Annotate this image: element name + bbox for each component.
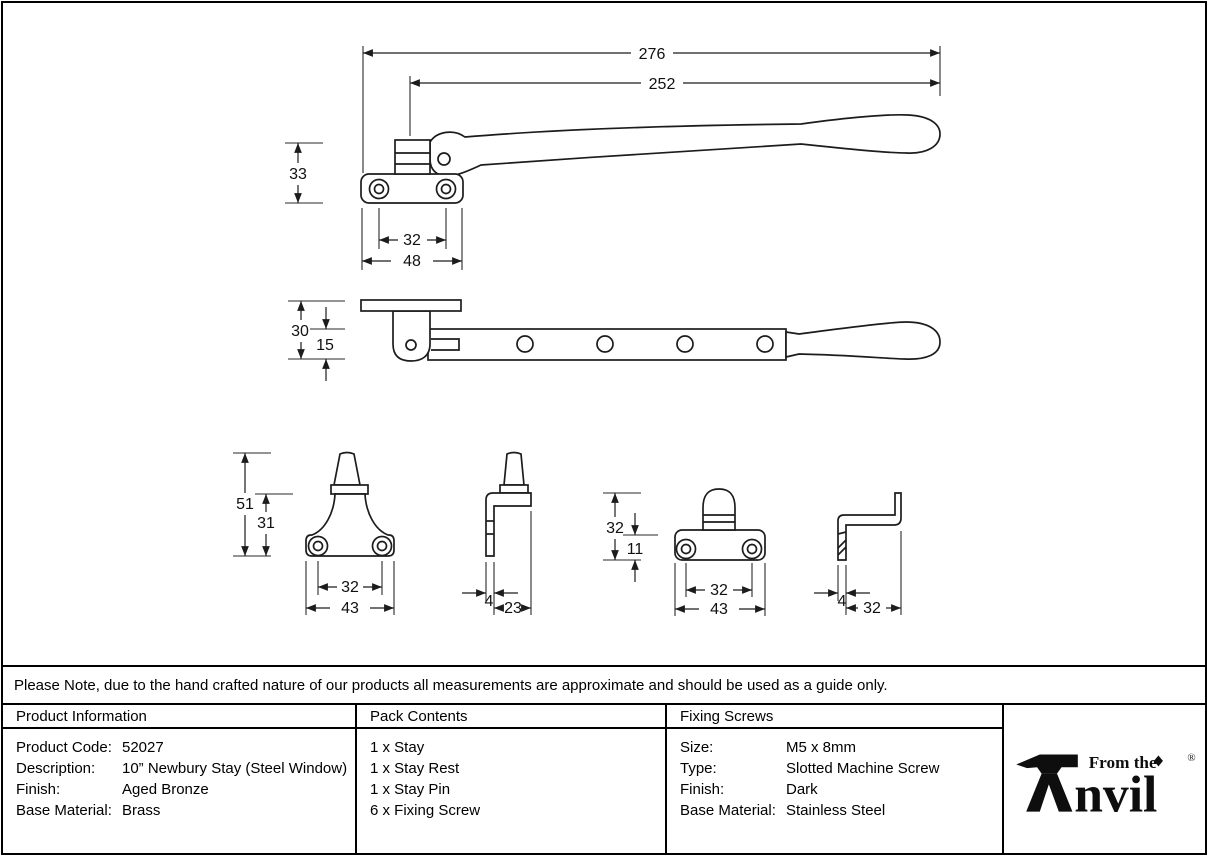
dimension-label: 51 (236, 496, 254, 513)
table-row: Description: 10” Newbury Stay (Steel Wind… (16, 758, 355, 779)
note-bar: Please Note, due to the hand crafted nat… (1, 665, 1207, 705)
fixing-screws-section: Fixing Screws Size: M5 x 8mm Type: Slotted… (665, 705, 1002, 853)
row-label: Product Code: (16, 739, 112, 756)
dimension-label: 15 (316, 337, 334, 354)
brand-tagline-text: From the (1088, 753, 1156, 772)
dimension-label: 32 (710, 582, 728, 599)
fixing-screws-header: Fixing Screws (667, 705, 1002, 729)
table-row: Base Material: Brass (16, 800, 355, 821)
table-row: Finish: Dark (680, 779, 1002, 800)
list-item: 1 x Stay Rest (370, 760, 460, 777)
technical-drawings-svg: 276 252 33 32 (233, 46, 941, 618)
table-row: Type: Slotted Machine Screw (680, 758, 1002, 779)
dimension-label: 33 (289, 166, 307, 183)
row-label: Base Material: (16, 802, 112, 819)
row-value: Brass (122, 802, 161, 819)
diamond-icon (1153, 755, 1163, 767)
row-value: 10” Newbury Stay (Steel Window) (122, 760, 348, 777)
row-label: Description: (16, 760, 96, 777)
dimension-label: 32 (403, 232, 421, 249)
stay-rest-side-drawing: 4 32 (814, 492, 902, 617)
dimension-label: 4 (485, 593, 494, 610)
dimension-label: 23 (504, 600, 522, 617)
row-value: Aged Bronze (122, 781, 209, 798)
dimension-label: 252 (649, 76, 676, 93)
dimension-label: 43 (710, 601, 728, 618)
row-label: Finish: (16, 781, 61, 798)
spec-table: Product Information Product Code: 52027 D… (1, 703, 1207, 855)
table-row: Finish: Aged Bronze (16, 779, 355, 800)
stay-pin-front-drawing: 51 31 32 43 (233, 451, 395, 617)
product-information-header: Product Information (3, 705, 355, 729)
list-item: 1 x Stay Pin (370, 781, 451, 798)
dimension-label: 32 (341, 579, 359, 596)
row-label: Base Material: (680, 802, 776, 819)
dimension-label: 32 (863, 600, 881, 617)
dimension-label: 48 (403, 253, 421, 270)
table-row: Base Material: Stainless Steel (680, 800, 1002, 821)
row-value: M5 x 8mm (786, 739, 857, 756)
registered-mark: ® (1187, 752, 1195, 764)
row-label: Type: (680, 760, 717, 777)
stay-rest-front-drawing: 32 11 32 43 (603, 488, 766, 618)
technical-drawings-panel: 276 252 33 32 (1, 1, 1207, 667)
row-value: 52027 (122, 739, 164, 756)
dimension-label: 31 (257, 515, 275, 532)
pack-contents-section: Pack Contents 1 x Stay 1 x Stay Rest 1 x… (355, 705, 665, 853)
dimension-label: 276 (639, 46, 666, 63)
list-item: 6 x Fixing Screw (370, 802, 481, 819)
stay-top-view-drawing: 30 15 (288, 299, 941, 381)
brand-name-text: nvil (1074, 767, 1157, 821)
row-value: Stainless Steel (786, 802, 886, 819)
stay-pin-side-drawing: 4 23 (462, 451, 532, 617)
dimension-label: 30 (291, 323, 309, 340)
note-text: Please Note, due to the hand crafted nat… (14, 676, 888, 694)
brand-logo-cell: nvil From the ® (1002, 705, 1205, 853)
dimension-label: 43 (341, 600, 359, 617)
stay-side-view-drawing: 276 252 33 32 (285, 46, 941, 270)
product-information-section: Product Information Product Code: 52027 D… (3, 705, 355, 853)
dimension-label: 32 (606, 520, 624, 537)
table-row: Product Code: 52027 (16, 737, 355, 758)
dimension-label: 11 (627, 541, 644, 558)
list-item: 1 x Stay (370, 739, 425, 756)
dimension-label: 4 (838, 593, 847, 610)
anvil-icon (1015, 754, 1078, 812)
row-label: Size: (680, 739, 714, 756)
row-value: Slotted Machine Screw (786, 760, 940, 777)
row-value: Dark (786, 781, 818, 798)
table-row: Size: M5 x 8mm (680, 737, 1002, 758)
anvil-logo: nvil From the ® (1015, 752, 1195, 821)
row-label: Finish: (680, 781, 725, 798)
pack-contents-header: Pack Contents (357, 705, 665, 729)
